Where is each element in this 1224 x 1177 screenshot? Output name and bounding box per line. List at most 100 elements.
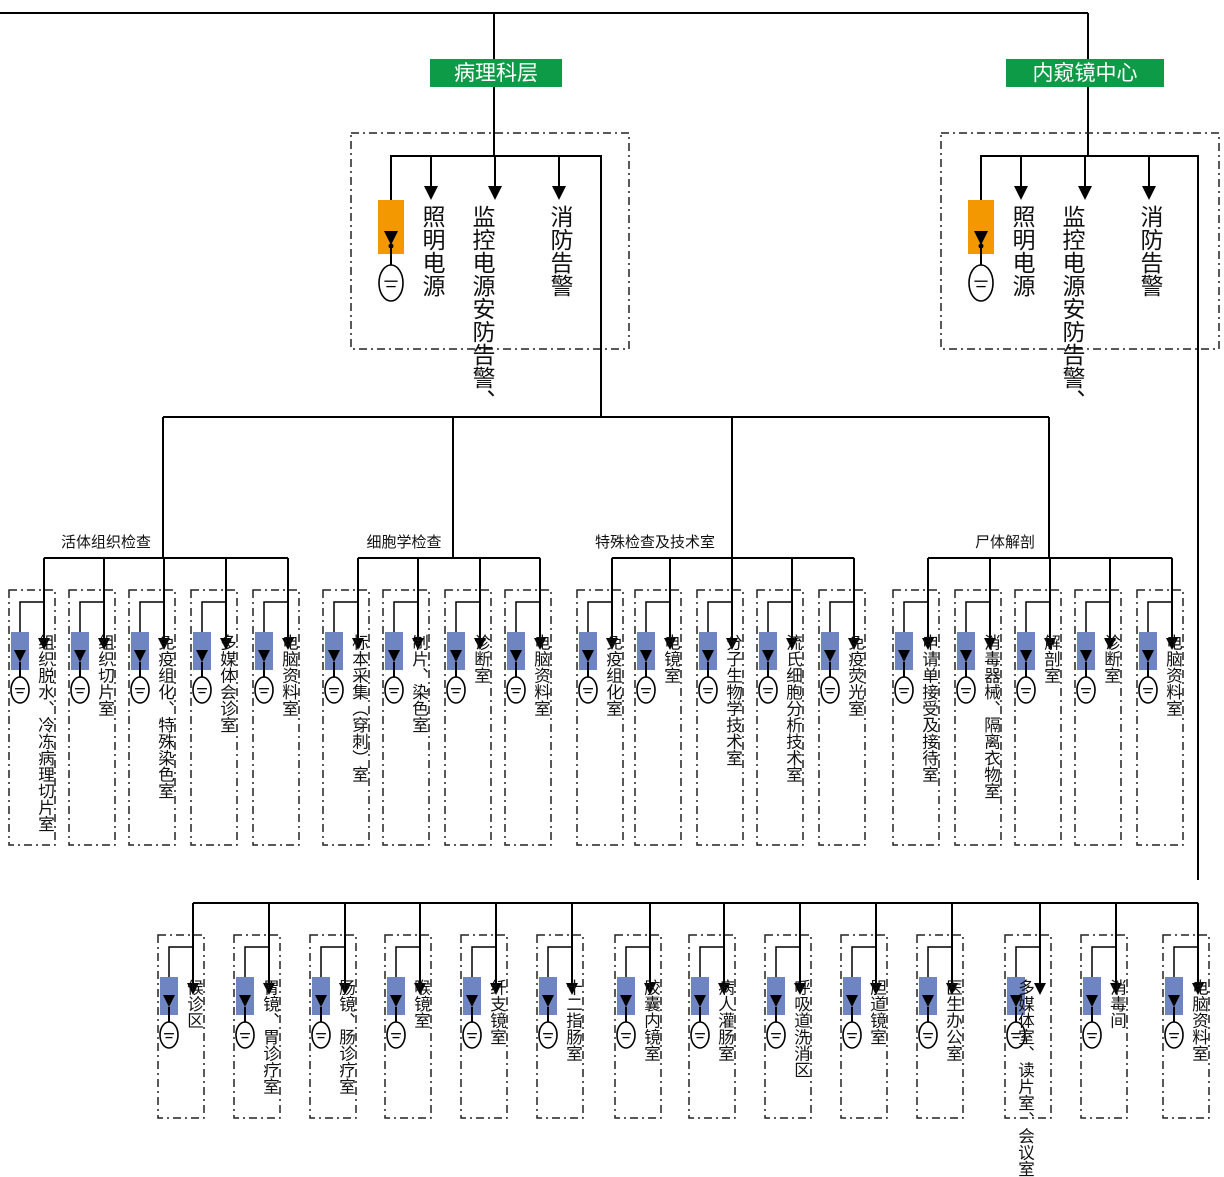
arrow-down-icon bbox=[606, 638, 618, 650]
arrow-down-icon bbox=[1142, 650, 1154, 662]
room-label: 分子生物学技术室 bbox=[723, 634, 743, 766]
grounded-lamp-icon bbox=[235, 1021, 255, 1049]
arrow-down-icon bbox=[490, 983, 502, 995]
room-label: 组织切片室 bbox=[95, 634, 115, 717]
load-label-security: 监控电源安防告警、 bbox=[1058, 205, 1084, 412]
arrow-down-icon bbox=[960, 650, 972, 662]
arrow-down-icon bbox=[946, 983, 958, 995]
room-power-zone bbox=[252, 589, 300, 846]
arrow-down-icon bbox=[974, 231, 988, 245]
room-label: 免疫组化、特殊染色室 bbox=[155, 634, 175, 799]
arrow-down-icon bbox=[158, 638, 170, 650]
dept-label-1: 内窥镜中心 bbox=[1006, 59, 1164, 87]
arrow-down-icon bbox=[187, 983, 199, 995]
room-power-zone bbox=[634, 589, 682, 846]
grounded-lamp-icon bbox=[386, 1021, 406, 1049]
arrow-down-icon bbox=[510, 650, 522, 662]
dept-power-zone-0 bbox=[350, 132, 630, 350]
arrow-down-icon bbox=[384, 231, 398, 245]
load-label-fire-alarm: 消防告警 bbox=[546, 205, 572, 297]
room-power-zone bbox=[764, 934, 812, 1119]
room-power-zone bbox=[384, 934, 432, 1119]
arrow-down-icon bbox=[220, 638, 232, 650]
room-power-zone bbox=[128, 589, 176, 846]
room-power-zone bbox=[1162, 934, 1210, 1119]
arrow-down-icon bbox=[14, 650, 26, 662]
group-title-1: 细胞学检查 bbox=[366, 533, 442, 551]
arrow-down-icon bbox=[1020, 650, 1032, 662]
arrow-down-icon bbox=[984, 638, 996, 650]
grounded-lamp-icon bbox=[690, 1021, 710, 1049]
arrow-down-icon bbox=[488, 186, 502, 200]
room-power-zone bbox=[696, 589, 744, 846]
grounded-lamp-icon bbox=[254, 676, 274, 704]
grounded-lamp-icon bbox=[578, 676, 598, 704]
room-power-zone bbox=[1014, 589, 1062, 846]
arrow-down-icon bbox=[566, 983, 578, 995]
room-label: 喉镜室 bbox=[411, 979, 431, 1029]
arrow-down-icon bbox=[1034, 983, 1046, 995]
room-label: 流氏细胞分析技术室 bbox=[783, 634, 803, 783]
room-label: 免疫组化室 bbox=[603, 634, 623, 717]
room-label: 解剖室 bbox=[1041, 634, 1061, 684]
arrow-down-icon bbox=[640, 650, 652, 662]
room-power-zone bbox=[1074, 589, 1122, 846]
arrow-down-icon bbox=[794, 983, 806, 995]
room-label: 多媒体室、读片室、会议室 bbox=[1015, 979, 1035, 1177]
grounded-lamp-icon bbox=[956, 676, 976, 704]
room-label: 胶囊内镜室 bbox=[641, 979, 661, 1062]
arrow-down-icon bbox=[1080, 650, 1092, 662]
grounded-lamp-icon bbox=[766, 1021, 786, 1049]
arrow-down-icon bbox=[1142, 186, 1156, 200]
arrow-down-icon bbox=[414, 983, 426, 995]
arrow-down-icon bbox=[1010, 995, 1022, 1007]
arrow-down-icon bbox=[664, 638, 676, 650]
room-power-zone bbox=[322, 589, 370, 846]
room-label: 医生办公室 bbox=[943, 979, 963, 1062]
room-power-zone bbox=[916, 934, 964, 1119]
room-label: 胃镜、胃诊疗室 bbox=[260, 979, 280, 1095]
arrow-down-icon bbox=[134, 650, 146, 662]
grounded-lamp-icon bbox=[462, 1021, 482, 1049]
room-label: 肠镜、肠诊疗室 bbox=[336, 979, 356, 1095]
dept-label-0: 病理科层 bbox=[430, 59, 562, 87]
arrow-down-icon bbox=[412, 638, 424, 650]
arrow-down-icon bbox=[1086, 995, 1098, 1007]
room-power-zone bbox=[1080, 934, 1128, 1119]
grounded-lamp-icon bbox=[70, 676, 90, 704]
room-label: 胆道镜室 bbox=[867, 979, 887, 1045]
grounded-lamp-icon bbox=[636, 676, 656, 704]
load-label-lighting: 照明电源 bbox=[418, 205, 444, 297]
arrow-down-icon bbox=[352, 638, 364, 650]
arrow-down-icon bbox=[239, 995, 251, 1007]
arrow-down-icon bbox=[196, 650, 208, 662]
room-label: 制片、染色室 bbox=[409, 634, 429, 733]
arrow-down-icon bbox=[1044, 638, 1056, 650]
group-title-3: 尸体解剖 bbox=[974, 533, 1036, 551]
arrow-down-icon bbox=[163, 995, 175, 1007]
arrow-down-icon bbox=[98, 638, 110, 650]
room-label: 消毒间 bbox=[1107, 979, 1127, 1029]
grounded-lamp-icon bbox=[698, 676, 718, 704]
grounded-lamp-icon bbox=[384, 676, 404, 704]
load-label-fire-alarm: 消防告警 bbox=[1136, 205, 1162, 297]
arrow-down-icon bbox=[898, 650, 910, 662]
grounded-lamp-icon bbox=[820, 676, 840, 704]
arrow-down-icon bbox=[824, 650, 836, 662]
arrow-down-icon bbox=[1168, 995, 1180, 1007]
room-label: 电脑资料室 bbox=[279, 634, 299, 717]
arrow-down-icon bbox=[258, 650, 270, 662]
wiring-diagram bbox=[0, 12, 1220, 1119]
load-label-lighting: 照明电源 bbox=[1008, 205, 1034, 297]
arrow-down-icon bbox=[339, 983, 351, 995]
room-label: 标本采集（穿刺）室 bbox=[349, 634, 369, 783]
grounded-lamp-icon bbox=[758, 676, 778, 704]
room-power-zone bbox=[1004, 934, 1052, 1119]
dept-power-zone-1 bbox=[940, 132, 1220, 350]
arrow-down-icon bbox=[786, 638, 798, 650]
arrow-down-icon bbox=[424, 186, 438, 200]
group-title-0: 活体组织检查 bbox=[60, 533, 152, 551]
arrow-down-icon bbox=[282, 638, 294, 650]
room-power-zone bbox=[818, 589, 866, 846]
load-label-security: 监控电源安防告警、 bbox=[468, 205, 494, 412]
